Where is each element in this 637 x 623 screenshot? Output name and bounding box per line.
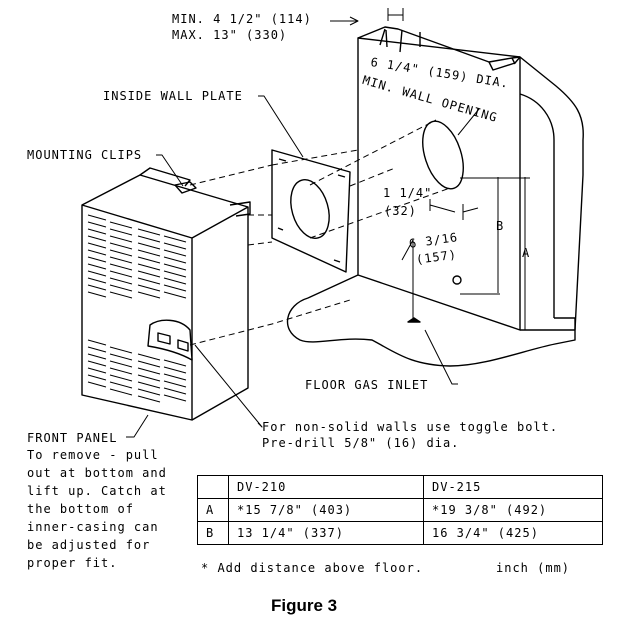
table-row-a-label: A — [197, 498, 229, 522]
table-row-b: B 13 1/4" (337) 16 3/4" (425) — [197, 521, 603, 545]
front-panel-note-4: the bottom of — [27, 502, 134, 516]
front-panel-note-7: proper fit. — [27, 556, 118, 570]
table-row-a: A *15 7/8" (403) *19 3/8" (492) — [197, 498, 603, 522]
max-offset-label: MAX. 13" (330) — [172, 28, 288, 42]
table-cell-b-dv210: 13 1/4" (337) — [228, 521, 424, 545]
dimensions-table: DV-210 DV-215 A *15 7/8" (403) *19 3/8" … — [197, 475, 603, 545]
mounting-clips-label: MOUNTING CLIPS — [27, 148, 143, 162]
front-panel-label: FRONT PANEL — [27, 431, 118, 445]
table-cell-a-dv210: *15 7/8" (403) — [228, 498, 424, 522]
front-panel-note-1: To remove - pull — [27, 448, 159, 462]
table-header-dv210: DV-210 — [228, 475, 424, 499]
dim-b-label: B — [496, 219, 505, 233]
dim-a-label: A — [522, 246, 531, 260]
gas-inlet-hole — [452, 275, 462, 285]
units-label: inch (mm) — [496, 561, 571, 575]
table-row-b-label: B — [197, 521, 229, 545]
front-panel-note-2: out at bottom and — [27, 466, 167, 480]
dim-32-label: (32) — [384, 204, 417, 218]
inside-wall-plate-label: INSIDE WALL PLATE — [103, 89, 243, 103]
floor-gas-inlet-label: FLOOR GAS INLET — [305, 378, 429, 392]
front-panel-note-6: be adjusted for — [27, 538, 151, 552]
table-corner-cell — [197, 475, 229, 499]
table-header-dv215: DV-215 — [423, 475, 603, 499]
toggle-bolt-note-2: Pre-drill 5/8" (16) dia. — [262, 436, 460, 450]
table-footnote: * Add distance above floor. — [201, 561, 424, 575]
inside-wall-plate — [271, 149, 351, 273]
figure-caption: Figure 3 — [271, 596, 338, 615]
dim-1-1-4-label: 1 1/4" — [383, 186, 433, 200]
table-header-row: DV-210 DV-215 — [197, 475, 603, 499]
table-cell-b-dv215: 16 3/4" (425) — [423, 521, 603, 545]
table-cell-a-dv215: *19 3/8" (492) — [423, 498, 603, 522]
front-panel-note-5: inner-casing can — [27, 520, 159, 534]
wall-section — [286, 26, 584, 367]
min-offset-label: MIN. 4 1/2" (114) — [172, 12, 312, 26]
front-panel-note-3: lift up. Catch at — [27, 484, 167, 498]
wall-opening — [422, 120, 464, 190]
toggle-bolt-note-1: For non-solid walls use toggle bolt. — [262, 420, 559, 434]
